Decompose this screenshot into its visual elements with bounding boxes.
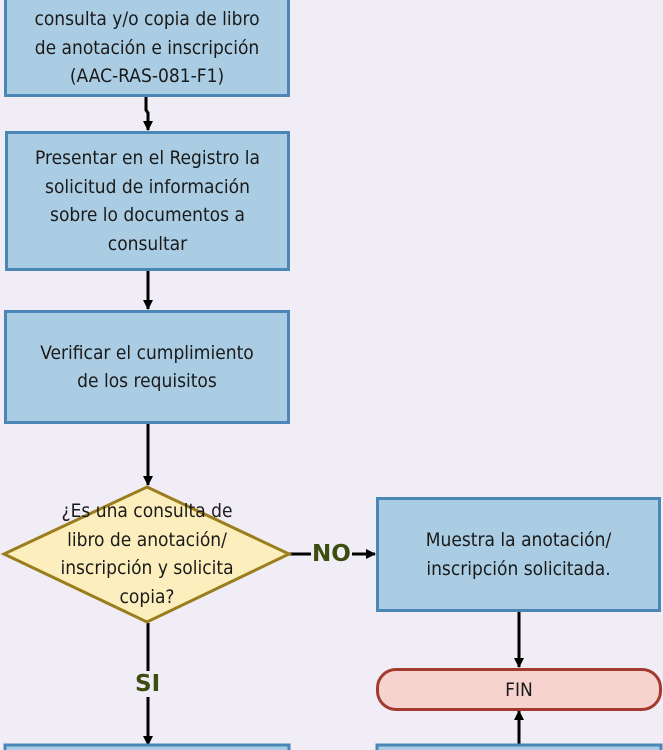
process-verify-requirements: Verificar el cumplimiento de los requisi… bbox=[4, 310, 290, 424]
branch-label-no: NO bbox=[311, 541, 352, 567]
process-fill-form-text: Llenar el formulario de consulta y/o cop… bbox=[34, 0, 260, 87]
process-show-entry-text: Muestra la anotación/ inscripción solici… bbox=[425, 529, 612, 580]
decision-diamond bbox=[0, 485, 293, 624]
process-present-request: Presentar en el Registro la solicitud de… bbox=[5, 131, 290, 271]
terminal-end-text: FIN bbox=[505, 678, 533, 701]
process-fill-form: Llenar el formulario de consulta y/o cop… bbox=[4, 0, 290, 97]
process-show-entry: Muestra la anotación/ inscripción solici… bbox=[376, 497, 661, 612]
arrow-form-to-present bbox=[143, 96, 153, 131]
bottom-left-box-edge bbox=[3, 743, 291, 750]
branch-label-si: SI bbox=[134, 671, 162, 697]
process-verify-requirements-text: Verificar el cumplimiento de los requisi… bbox=[40, 341, 254, 393]
decision-text: ¿Es una consulta de libro de anotación/ … bbox=[60, 500, 234, 608]
process-present-request-text: Presentar en el Registro la solicitud de… bbox=[35, 147, 260, 255]
terminal-end: FIN bbox=[376, 668, 662, 711]
bottom-right-box-edge bbox=[375, 743, 663, 750]
